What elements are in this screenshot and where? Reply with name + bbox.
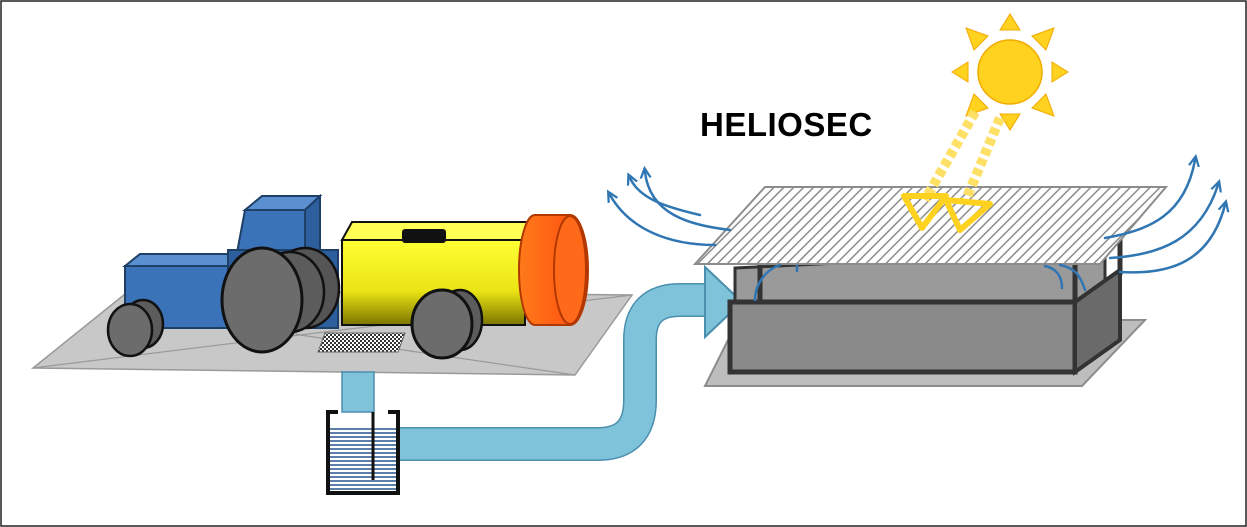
tank-lid-icon [402,229,446,243]
tractor-icon [106,193,341,358]
sump-icon [326,410,400,495]
sun-icon [951,13,1069,131]
heliosec-unit [692,186,1169,387]
drain-grate [317,332,406,353]
diagram-title: HELIOSEC [700,106,873,143]
pipe-arrow-icon [400,264,744,461]
sprayer-tank-icon [340,214,589,360]
hatched-cover [692,186,1169,265]
drain-pipe [341,371,375,413]
airflow-arrow-icon [610,160,1225,302]
sun-ray-arrows [901,109,1005,233]
